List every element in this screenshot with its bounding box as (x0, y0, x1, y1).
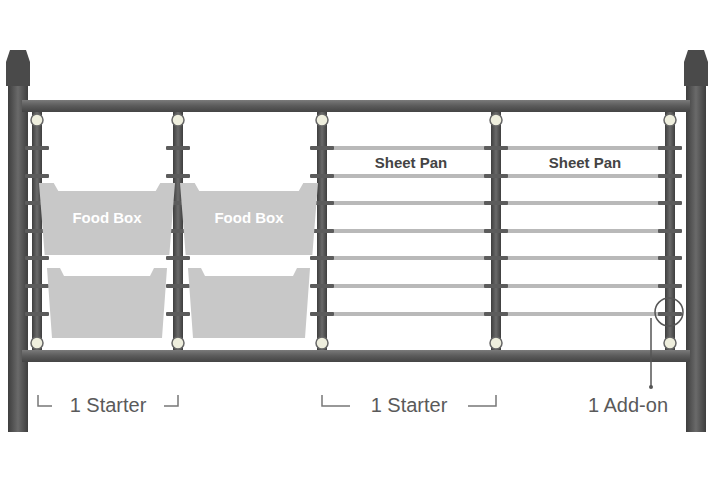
part-label: Sheet Pan (372, 154, 451, 171)
kit-label: 1 Add-on (585, 394, 671, 417)
left-post (8, 80, 28, 432)
pan-rail (503, 201, 665, 205)
bolt (316, 114, 328, 126)
slide-tab (658, 284, 682, 288)
slide-tab (484, 146, 508, 150)
slide-tab (658, 201, 682, 205)
slide-tab (166, 284, 190, 288)
bolt (31, 114, 43, 126)
callout-circle (655, 298, 683, 326)
pan-rail (330, 312, 492, 316)
top-bar (22, 100, 690, 112)
pan-rail (503, 174, 665, 178)
slide-tab (484, 312, 508, 316)
food-box: Food Box (39, 183, 175, 255)
pan-rail (503, 229, 665, 233)
pan-rail (503, 256, 665, 260)
box-outline (39, 183, 175, 255)
bolt (490, 337, 502, 349)
kit-label: 1 Starter (67, 394, 150, 417)
bolt (490, 114, 502, 126)
slide-tab (310, 174, 334, 178)
box-outline (180, 183, 318, 255)
food-box (188, 268, 310, 338)
slide-tab (166, 146, 190, 150)
slide-tab (25, 284, 49, 288)
slide-tab (658, 229, 682, 233)
pan-rail (330, 201, 492, 205)
slide-tab (310, 146, 334, 150)
slide-tab (484, 284, 508, 288)
slide-tab (25, 256, 49, 260)
slide-tab (25, 312, 49, 316)
slide-tab (310, 312, 334, 316)
leader-dot (649, 385, 653, 389)
post-cap (6, 50, 30, 86)
bolt (172, 337, 184, 349)
slide-tab (658, 146, 682, 150)
pan-rail (330, 229, 492, 233)
box-label: Food Box (39, 209, 175, 226)
slide-tab (166, 174, 190, 178)
slide-tab (310, 284, 334, 288)
bolt (664, 114, 676, 126)
bolt (31, 337, 43, 349)
bolt (172, 114, 184, 126)
right-post (686, 80, 706, 432)
slide-tab (310, 256, 334, 260)
pan-rail (503, 284, 665, 288)
pan-rail (330, 284, 492, 288)
slide-tab (658, 256, 682, 260)
bottom-bar (22, 350, 690, 362)
slide-tab (25, 146, 49, 150)
pan-rail (503, 146, 665, 150)
bolt (316, 337, 328, 349)
pan-rail (503, 312, 665, 316)
leader-line (650, 318, 652, 386)
slide-tab (25, 174, 49, 178)
part-label: Sheet Pan (546, 154, 625, 171)
slide-tab (658, 174, 682, 178)
food-box (47, 268, 167, 338)
slide-tab (484, 256, 508, 260)
kit-label: 1 Starter (368, 394, 451, 417)
slide-tab (484, 201, 508, 205)
post-cap (684, 50, 708, 86)
pan-rail (330, 174, 492, 178)
food-box: Food Box (180, 183, 318, 255)
slide-tab (166, 312, 190, 316)
box-label: Food Box (180, 209, 318, 226)
slide-tab (658, 312, 682, 316)
bolt (664, 337, 676, 349)
pan-rail (330, 256, 492, 260)
slide-tab (484, 174, 508, 178)
slide-tab (484, 229, 508, 233)
uprights (25, 112, 682, 350)
pan-rail (330, 146, 492, 150)
slide-tab (166, 256, 190, 260)
